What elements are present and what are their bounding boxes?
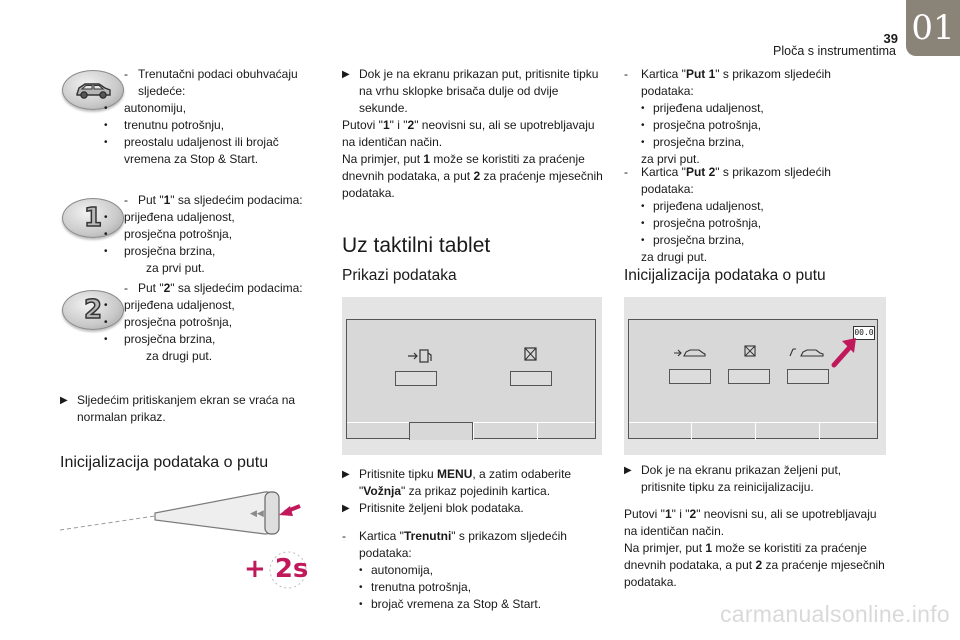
trip-1-icon: 1 [62,198,124,238]
touchscreen-illustration-views [342,297,602,455]
list-item: trenutnu potrošnju, [124,118,225,132]
page-number: 39 [883,31,898,46]
reset-button[interactable]: 00.0 [853,326,875,340]
car-icon [62,70,124,110]
list-item: prijeđena udaljenost, [653,199,764,213]
col2-steps: ▶Pritisnite tipku MENU, a zatim odaberit… [342,467,572,515]
col3-paragraphs: Putovi "1" i "2" neovisni su, ali se upo… [624,507,885,589]
current-data-intro: Trenutačni podaci obuhvaćaju sljedeće: [138,67,298,98]
list-item: autonomiju, [124,101,187,115]
subheading-data-views: Prikazi podataka [342,267,457,284]
return-note: ▶Sljedećim pritiskanjem ekran se vraća n… [60,393,296,424]
list-item: prijeđena udaljenost, [124,298,235,312]
list-item: prosječna potrošnja, [653,216,762,230]
list-item: prosječna brzina, [124,244,216,258]
running-head: Ploča s instrumentima [773,44,896,58]
subheading-trip-reset: Inicijalizacija podataka o putu [624,267,826,284]
hold-2s-badge: + 2s [240,548,320,592]
list-item: prosječna potrošnja, [653,118,762,132]
col2-intro: ▶Dok je na ekranu prikazan put, pritisni… [342,67,603,200]
consumption-icon [744,345,756,357]
note-marker-icon: ▶ [624,465,632,476]
list-item: prosječna potrošnja, [124,315,233,329]
current-data-block: -Trenutačni podaci obuhvaćaju sljedeće: … [104,67,298,166]
section-heading-tablet: Uz taktilni tablet [342,234,491,257]
consumption-icon [524,347,537,361]
note-marker-icon: ▶ [342,69,350,80]
list-item: prosječna brzina, [653,233,745,247]
data-block-consumption[interactable] [728,369,770,384]
card-current-block: -Kartica "Trenutni" s prikazom sljedećih… [342,529,567,611]
list-item: prijeđena udaljenost, [653,101,764,115]
note-marker-icon: ▶ [342,503,350,514]
watermark: carmanualsonline.info [719,601,950,627]
svg-text:◀◀: ◀◀ [250,509,264,519]
speed-icon [789,348,824,357]
list-item: trenutna potrošnja, [371,580,472,594]
card-trip-2-block: -Kartica "Put 2" s prikazom sljedećih po… [624,165,831,264]
list-item: prosječna brzina, [124,332,216,346]
list-item: prijeđena udaljenost, [124,210,235,224]
data-block-autonomy[interactable] [395,371,437,386]
list-item: prosječna potrošnja, [124,227,233,241]
list-item: preostalu udaljenost ili brojač vremena … [124,135,279,166]
note-marker-icon: ▶ [60,395,68,406]
trip-2-icon: 2 [62,290,124,330]
trip-2-tail: za drugi put. [146,349,213,363]
wiper-stalk-illustration: ◀◀ [60,491,301,535]
list-item: brojač vremena za Stop & Start. [371,597,542,611]
col3-note: ▶Dok je na ekranu prikazan željeni put, … [624,463,842,494]
list-item: autonomija, [371,563,434,577]
data-block-consumption[interactable] [510,371,552,386]
distance-icon [674,349,706,357]
autonomy-icon [408,349,432,363]
list-item: prosječna brzina, [653,135,745,149]
data-block-distance[interactable] [669,369,711,384]
chapter-tab: 01 [906,0,960,56]
section-heading-trip-reset: Inicijalizacija podataka o putu [60,454,269,471]
touchscreen-illustration-reset: 00.0 [624,297,886,455]
card-trip-1-block: -Kartica "Put 1" s prikazom sljedećih po… [624,67,831,166]
trip-2-block: -Put "2" sa sljedećim podacima: •prijeđe… [104,280,324,365]
trip-1-tail: za prvi put. [146,261,205,275]
note-marker-icon: ▶ [342,469,350,480]
trip-1-block: -Put "1" sa sljedećim podacima: •prijeđe… [104,192,324,277]
data-block-speed[interactable] [787,369,829,384]
pointer-arrow-icon [831,338,856,368]
tab-current[interactable] [409,422,473,440]
